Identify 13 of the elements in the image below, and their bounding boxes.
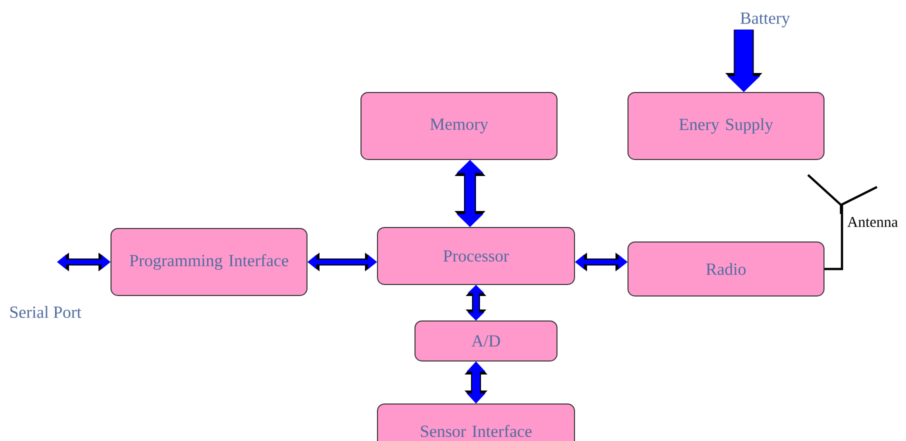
node-label: Battery <box>740 12 790 28</box>
port-label: Serial Port <box>10 306 82 318</box>
process-box: Memory <box>360 92 558 160</box>
antenna-drawing <box>806 174 878 216</box>
process-box: Enery Supply <box>628 92 824 160</box>
process-box: A/D <box>414 320 558 362</box>
block-arrow <box>466 285 486 320</box>
process-box: Programming Interface <box>110 228 308 296</box>
connector-line <box>824 205 844 270</box>
process-box: Radio <box>628 241 824 296</box>
process-box: Sensor Interface <box>377 403 575 441</box>
antenna-label: Antenna <box>847 216 898 227</box>
process-box: Processor <box>377 227 575 285</box>
